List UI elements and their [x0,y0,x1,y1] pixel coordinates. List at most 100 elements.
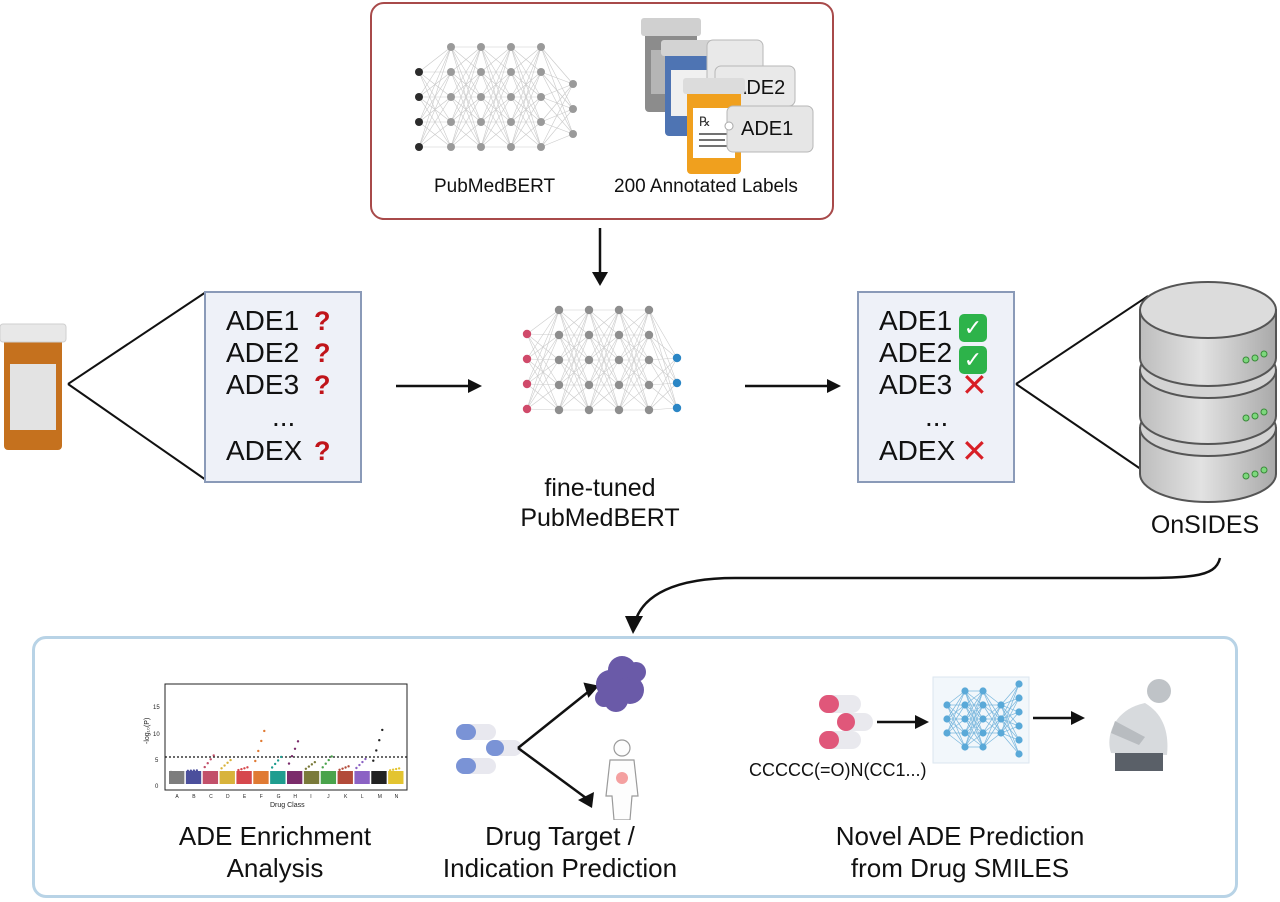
capsule-icon [456,724,522,774]
chart-point [290,754,294,758]
cross-icon: ✕ [961,367,988,403]
network-node [569,80,577,88]
network-node [537,43,545,51]
network-node [584,330,594,340]
chart-point [388,769,392,772]
chart-point [254,759,257,763]
chart-band [354,771,370,784]
ade-item: ADE3 [226,369,300,400]
check-icon: ✓ [959,314,987,342]
network-node [961,701,969,709]
network-node [979,687,987,695]
chart-point [209,758,212,761]
network-node [961,715,969,723]
chart-point [330,755,333,758]
network-node [554,305,564,315]
network-node [415,68,423,76]
chart-point [327,758,330,762]
network-node [672,403,682,413]
chart-band [236,771,252,784]
network-node [614,330,624,340]
network-node [537,93,545,101]
chart-point [358,763,361,767]
chart-ylabel: -log₁₀(P) [144,718,151,744]
network-node [522,329,532,339]
human-body-icon [605,739,639,820]
chart-xtick: E [243,794,247,800]
chart-xtick: J [327,794,330,800]
chart-xtick: A [175,794,179,800]
chart-point [237,768,240,772]
chart-point [355,766,358,770]
unlabeled-ade-list: ADE1 ADE2 ADE3 ... ADEX ? ? ? ? [204,291,362,483]
chart-band [371,771,387,784]
network-node [584,305,594,315]
chart-xtick: K [344,794,348,800]
annotated-labels-caption: 200 Annotated Labels [614,176,798,197]
tag-back-text: ADE2 [733,77,785,99]
network-node [447,68,455,76]
chart-point [243,767,246,770]
chart-xtick: N [395,794,399,800]
drug-target-caption: Drug Target / Indication Prediction [420,820,700,884]
curved-arrow [625,557,1222,634]
network-node [415,93,423,101]
chart-point [391,768,395,771]
network-node [507,143,515,151]
chart-xtick: D [226,794,230,800]
chart-point [279,755,283,759]
ade-item: ADE2 [226,337,300,368]
smiles-string: CCCCC(=O)N(CC1...) [749,760,927,780]
network-node [943,729,951,737]
chart-band [320,771,337,784]
question-mark-icon: ? [314,436,331,466]
network-node [584,355,594,365]
chart-point [169,770,173,774]
network-node [507,68,515,76]
ade-item: ADE3 [879,369,953,400]
network-node [644,380,654,390]
rx-symbol: ℞ [699,114,711,129]
network-node [614,380,624,390]
network-node [979,715,987,723]
network-node [979,743,987,751]
network-node [997,729,1005,737]
network-node [507,93,515,101]
chart-band [303,771,320,784]
arrow-right [396,379,482,393]
chart-point [378,738,381,742]
chart-point [338,768,341,772]
drug-target-graphic [456,656,646,820]
chart-point [263,729,266,733]
chart-band [337,771,353,784]
labeled-ade-list: ADE1 ADE2 ADE3 ... ADEX ✓ ✓ ✕ ✕ [857,291,1015,483]
network-node [1015,708,1023,716]
network-node [943,715,951,723]
network-node [415,143,423,151]
fine-tuned-line2: PubMedBERT [520,504,680,532]
chart-point [296,740,300,743]
network-node [569,105,577,113]
network-node [997,701,1005,709]
chart-point [344,766,347,769]
chart-point [226,761,229,765]
chart-point [375,749,378,752]
ade-item: ADE1 [879,305,953,336]
drug-target-line1: Drug Target / [485,821,635,851]
chart-point [324,762,327,765]
network-node [554,405,564,415]
chart-ytick: 5 [155,758,159,764]
question-mark-icon: ? [314,338,331,368]
chart-band [388,771,404,784]
chart-point [223,764,226,767]
network-node [569,130,577,138]
network-node [961,743,969,751]
chart-point [212,754,215,757]
chart-point [229,758,232,762]
network-node [537,68,545,76]
chart-band [219,771,235,784]
onsides-label: OnSIDES [1150,511,1260,539]
patient-pain-icon [1109,679,1171,771]
network-node [447,118,455,126]
chart-xlabel: Drug Class [270,802,305,809]
